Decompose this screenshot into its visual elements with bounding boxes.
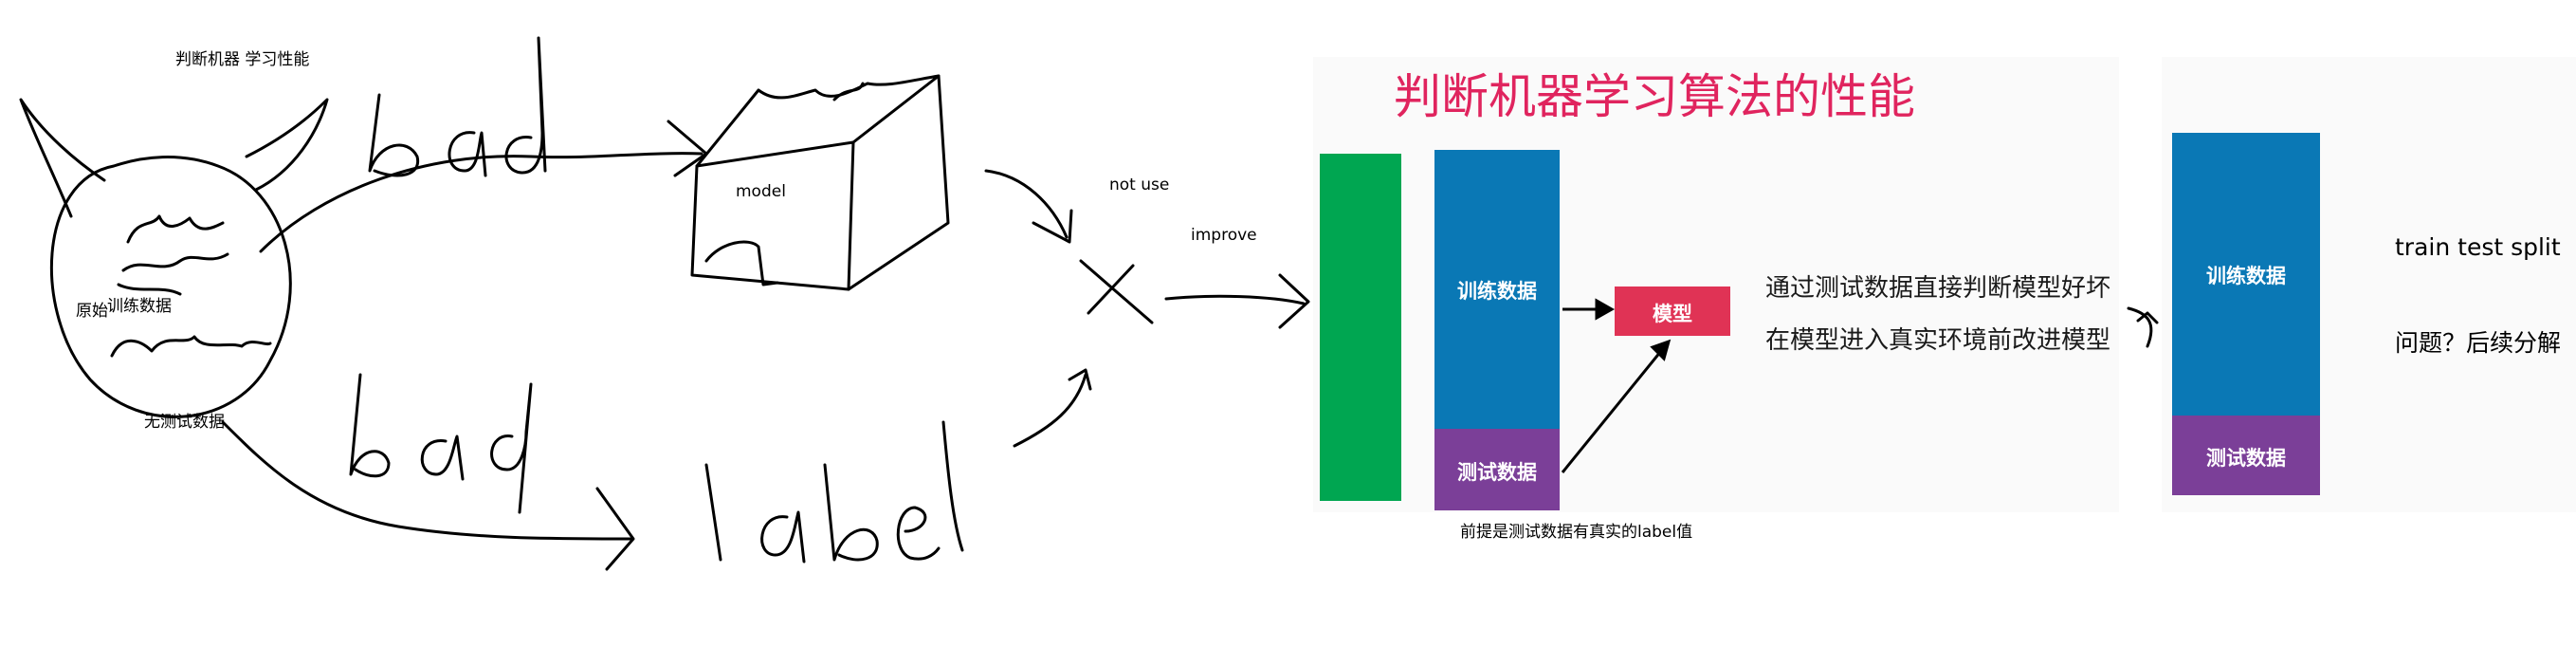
arrow-to-model (259, 152, 703, 253)
slide-caption: 前提是测试数据有真实的label值 (1460, 523, 1693, 542)
right-train-block: 训练数据 (2172, 133, 2320, 416)
right-note-split: train test split (2395, 233, 2561, 261)
label-l2 (941, 420, 964, 552)
slide-train-block: 训练数据 (1434, 150, 1560, 429)
label-e (896, 506, 941, 561)
cat-ear-right (245, 98, 329, 192)
bad-top-d (504, 36, 547, 175)
improve-label: improve (1191, 226, 1257, 245)
cat-mouth (110, 335, 272, 358)
no-test-label: 无测试数据 (144, 413, 225, 432)
cat-ear-left (19, 98, 106, 218)
label-l1 (704, 463, 722, 562)
model-box-inner (704, 240, 779, 287)
bad-top-b (368, 93, 420, 177)
label-a (760, 510, 806, 564)
slide-train-label: 训练数据 (1457, 280, 1537, 303)
slide-test-label: 测试数据 (1457, 461, 1537, 484)
arrow-to-right-panel (2127, 306, 2159, 348)
cat-scribble (117, 252, 229, 296)
right-test-label: 测试数据 (2206, 447, 2286, 470)
slide-note-line1: 通过测试数据直接判断模型好坏 (1765, 274, 2111, 303)
model-block: 模型 (1615, 287, 1730, 336)
right-train-label: 训练数据 (2206, 265, 2286, 287)
arrow-model-to-x (984, 169, 1069, 239)
arrow-improve (1164, 294, 1306, 305)
bad-bottom-a (420, 434, 465, 481)
bad-bottom-b (349, 373, 391, 478)
model-block-label: 模型 (1653, 303, 1692, 325)
slide-title: 判断机器学习算法的性能 (1394, 69, 1915, 124)
original-label: 原始 (76, 302, 108, 321)
not-use-label: not use (1109, 176, 1170, 194)
arrow-to-label (221, 420, 632, 541)
bad-top-a (448, 131, 487, 177)
train-label: 训练数据 (107, 297, 172, 316)
right-test-block: 测试数据 (2172, 416, 2320, 495)
slide-note-line2: 在模型进入真实环境前改进模型 (1765, 326, 2111, 355)
bad-bottom-d (490, 382, 533, 514)
sketch-heading: 判断机器 学习性能 (175, 50, 310, 69)
label-b (823, 463, 879, 562)
x-mark (1079, 259, 1154, 324)
slide-test-block: 测试数据 (1434, 429, 1560, 510)
cat-head (49, 156, 292, 418)
right-note-question: 问题？后续分解 (2395, 329, 2562, 357)
cat-eyes (126, 214, 225, 244)
model-label: model (736, 182, 786, 201)
model-box-side (847, 74, 950, 291)
arrow-label-to-x (1013, 373, 1087, 448)
arrow-test-to-model (1561, 350, 1663, 473)
green-block (1320, 154, 1401, 501)
